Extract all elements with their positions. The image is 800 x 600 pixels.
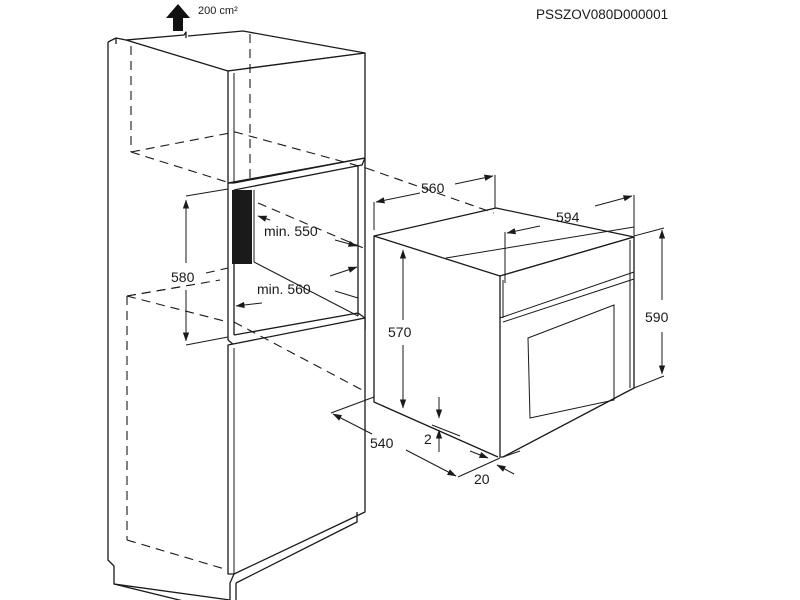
oven-depth-dimension — [365, 167, 496, 230]
oven-front-height-label: 590 — [645, 309, 669, 325]
ventilation-arrow-icon — [166, 4, 190, 31]
niche-min-width-label: min. 560 — [257, 281, 311, 297]
oven-width-label: 594 — [556, 209, 580, 225]
bottom-depth-dimension — [330, 396, 501, 478]
niche-min-depth-label: min. 550 — [264, 223, 318, 239]
gap-label: 2 — [424, 431, 432, 447]
gap-dimension — [431, 397, 461, 452]
oven-body-height-label: 570 — [388, 324, 412, 340]
ventilation-strip — [232, 190, 252, 264]
front-thickness-dimension — [469, 450, 521, 475]
oven-depth-label: 560 — [421, 180, 445, 196]
oven-width-dimension — [504, 195, 635, 283]
niche-height-label: 580 — [171, 269, 195, 285]
product-code: PSSZOV080D000001 — [536, 7, 668, 22]
tall-cabinet — [107, 30, 367, 600]
front-thickness-label: 20 — [474, 471, 490, 487]
oven — [373, 207, 635, 458]
ventilation-label: 200 cm² — [198, 5, 238, 17]
niche-height-dimension — [126, 188, 229, 346]
bottom-depth-label: 540 — [370, 435, 394, 451]
oven-front-height-dimension — [633, 227, 666, 389]
